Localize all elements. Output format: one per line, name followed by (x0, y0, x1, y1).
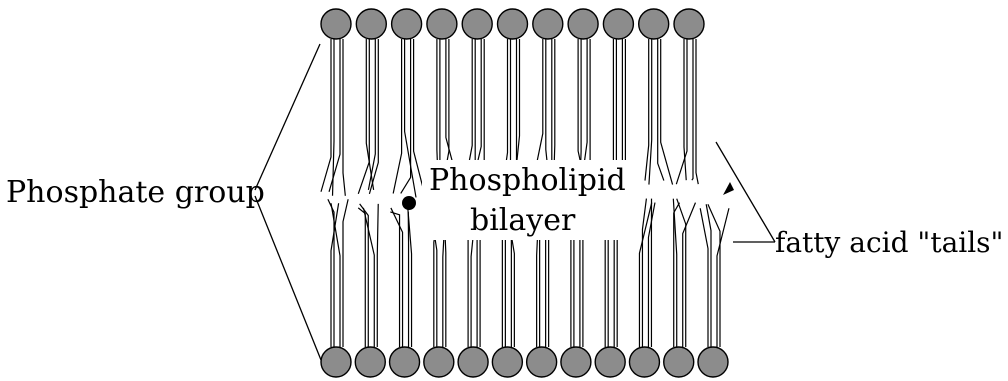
phosphate-head-top (498, 9, 528, 39)
fatty-acid-tail-top (358, 39, 369, 194)
phosphate-head-bottom (321, 347, 351, 377)
fatty-acid-tail-bottom (639, 203, 651, 347)
phosphate-head-top (674, 9, 704, 39)
phosphate-head-top (533, 9, 563, 39)
fatty-acid-tail-bottom (377, 204, 378, 347)
bilayer-label-line1: Phospholipid (429, 163, 626, 198)
phosphate-head-bottom (458, 347, 488, 377)
fatty-acid-tail-bottom (683, 203, 696, 347)
phosphate-group-label: Phosphate group (6, 175, 265, 210)
fatty-acid-tail-top (661, 39, 673, 185)
fatty-acid-tail-top (401, 39, 411, 193)
phosphate-head-top (603, 9, 633, 39)
fatty-acid-tail-top (321, 39, 331, 192)
fatty-acid-tail-top (696, 39, 698, 184)
phosphate-head-top (568, 9, 598, 39)
bilayer-label-line2: bilayer (470, 203, 576, 238)
fatty-acid-tail-bottom (390, 212, 399, 347)
fatty-acid-tail-top (649, 39, 652, 185)
phosphate-head-top (392, 9, 422, 39)
top-leaflet-phosphate-heads (321, 9, 704, 39)
phosphate-head-bottom (527, 347, 557, 377)
phosphate-head-bottom (664, 347, 694, 377)
tail-kink-mark (723, 182, 734, 195)
phosphate-head-top (462, 9, 492, 39)
fatty-acid-tail-bottom (642, 199, 646, 347)
phosphate-leader-bottom (255, 196, 321, 360)
phosphate-head-top (427, 9, 457, 39)
fatty-acid-tail-bottom (677, 199, 686, 347)
phosphate-head-bottom (390, 347, 420, 377)
fatty-acid-tail-top (645, 39, 649, 181)
phosphate-head-bottom (595, 347, 625, 377)
phosphate-head-bottom (698, 347, 728, 377)
tail-crossing-mark (402, 196, 416, 210)
bottom-leaflet-phosphate-heads (321, 347, 728, 377)
phosphate-head-top (321, 9, 351, 39)
fatty-acid-tail-bottom (391, 208, 403, 347)
phosphate-head-bottom (355, 347, 385, 377)
fatty-acid-tails-label: fatty acid "tails" (775, 226, 1003, 259)
phosphate-head-bottom (492, 347, 522, 377)
phosphate-head-bottom (629, 347, 659, 377)
phosphate-head-bottom (424, 347, 454, 377)
phosphate-head-top (356, 9, 386, 39)
fatty-acid-tail-top (393, 39, 401, 193)
phosphate-head-top (639, 9, 669, 39)
fatty-acid-tail-top (343, 39, 345, 196)
fatty-acid-tail-bottom (358, 208, 365, 347)
phosphate-leader-top (255, 44, 320, 190)
fatty-acid-tail-bottom (343, 199, 348, 347)
fatty-acid-tail-top (333, 39, 334, 196)
phosphate-head-bottom (561, 347, 591, 377)
fatty-acid-tail-bottom (700, 208, 708, 347)
fatty-acid-tail-top (692, 39, 693, 180)
